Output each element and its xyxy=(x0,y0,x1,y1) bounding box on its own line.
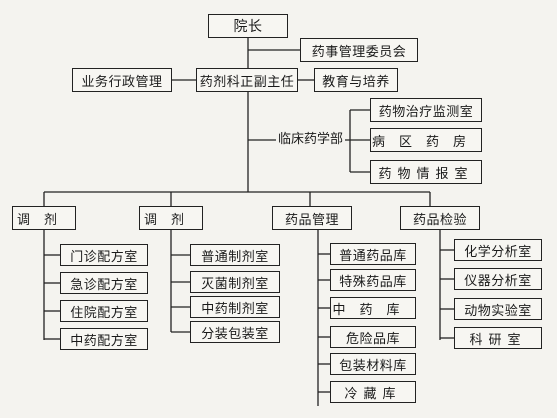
node-col3-item-4: 危险品库 xyxy=(330,326,416,348)
node-col2-head: 调剂 xyxy=(139,206,203,230)
node-col1-item-1: 门诊配方室 xyxy=(60,244,148,266)
node-col1-item-4: 中药配方室 xyxy=(60,328,148,350)
node-col3-item-2: 特殊药品库 xyxy=(330,269,416,291)
node-col2-item-3: 中药制剂室 xyxy=(190,296,280,318)
node-clinical-3: 药物情报室 xyxy=(370,160,482,184)
node-col2-item-4: 分装包装室 xyxy=(190,321,280,343)
node-col3-item-3: 中药库 xyxy=(330,297,416,319)
node-col1-item-3: 住院配方室 xyxy=(60,300,148,322)
node-col4-item-4: 科研室 xyxy=(454,327,542,349)
label-clinical: 临床药学部 xyxy=(276,132,346,148)
node-col4-item-1: 化学分析室 xyxy=(454,239,542,261)
node-col1-head: 调剂 xyxy=(12,206,76,230)
node-committee: 药事管理委员会 xyxy=(300,38,418,62)
node-col4-head: 药品检验 xyxy=(400,206,480,230)
node-clinical-1: 药物治疗监测室 xyxy=(370,98,482,122)
node-education: 教育与培养 xyxy=(314,68,398,92)
node-col2-item-2: 灭菌制剂室 xyxy=(190,271,280,293)
node-col2-item-1: 普通制剂室 xyxy=(190,244,280,266)
node-col4-item-2: 仪器分析室 xyxy=(454,268,542,290)
node-col3-item-6: 冷藏库 xyxy=(330,381,416,403)
node-col4-item-3: 动物实验室 xyxy=(454,298,542,320)
node-col1-item-2: 急诊配方室 xyxy=(60,272,148,294)
node-director: 药剂科正副主任 xyxy=(196,68,298,92)
node-top: 院长 xyxy=(208,14,288,38)
node-admin: 业务行政管理 xyxy=(72,68,172,92)
node-col3-item-5: 包装材料库 xyxy=(330,353,416,375)
node-col3-item-1: 普通药品库 xyxy=(330,243,416,265)
node-col3-head: 药品管理 xyxy=(272,206,352,230)
node-clinical-2: 病区药房 xyxy=(370,128,482,152)
